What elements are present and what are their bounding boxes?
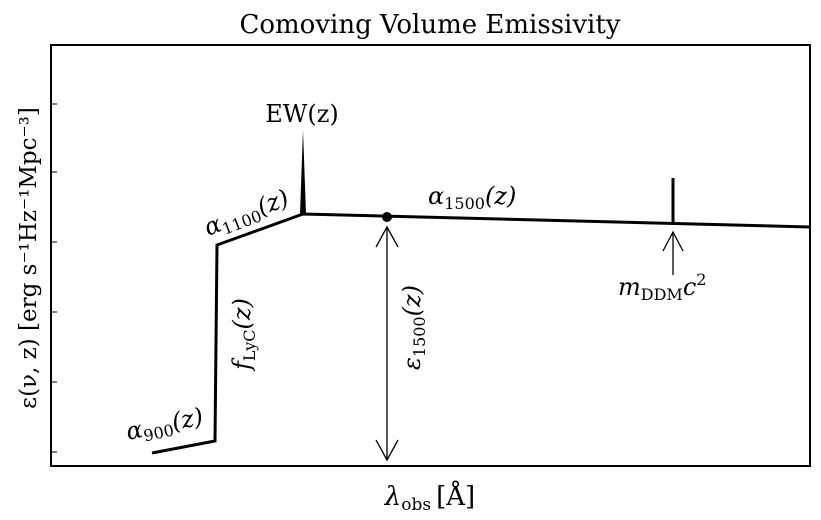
mddm-label: mDDMc2 — [618, 270, 706, 304]
flyc-label: fLyC(z) — [228, 298, 259, 372]
y-axis-label: ε(ν, z) [erg s⁻¹Hz⁻¹Mpc⁻³] — [16, 107, 42, 409]
eps1500-label: ε1500(z) — [398, 285, 429, 370]
y-axis-ticks — [51, 103, 57, 453]
spectrum-curve — [151, 212, 811, 455]
x-axis-unit: [Å] — [436, 480, 475, 512]
x-axis-lambda: λ — [384, 482, 401, 512]
mddm-arrow — [662, 230, 684, 275]
eps1500-point — [382, 212, 392, 222]
x-axis-sub: obs — [401, 495, 431, 515]
eps1500-double-arrow — [375, 225, 399, 462]
ew-label: EW(z) — [265, 100, 339, 128]
plot-frame — [50, 44, 811, 467]
x-axis-label: λobs[Å] — [384, 480, 475, 515]
alpha900-label: α900(z) — [123, 402, 206, 449]
alpha1500-label: α1500(z) — [428, 182, 516, 213]
ew-emission-line — [300, 130, 306, 214]
chart-title: Comoving Volume Emissivity — [239, 10, 620, 40]
